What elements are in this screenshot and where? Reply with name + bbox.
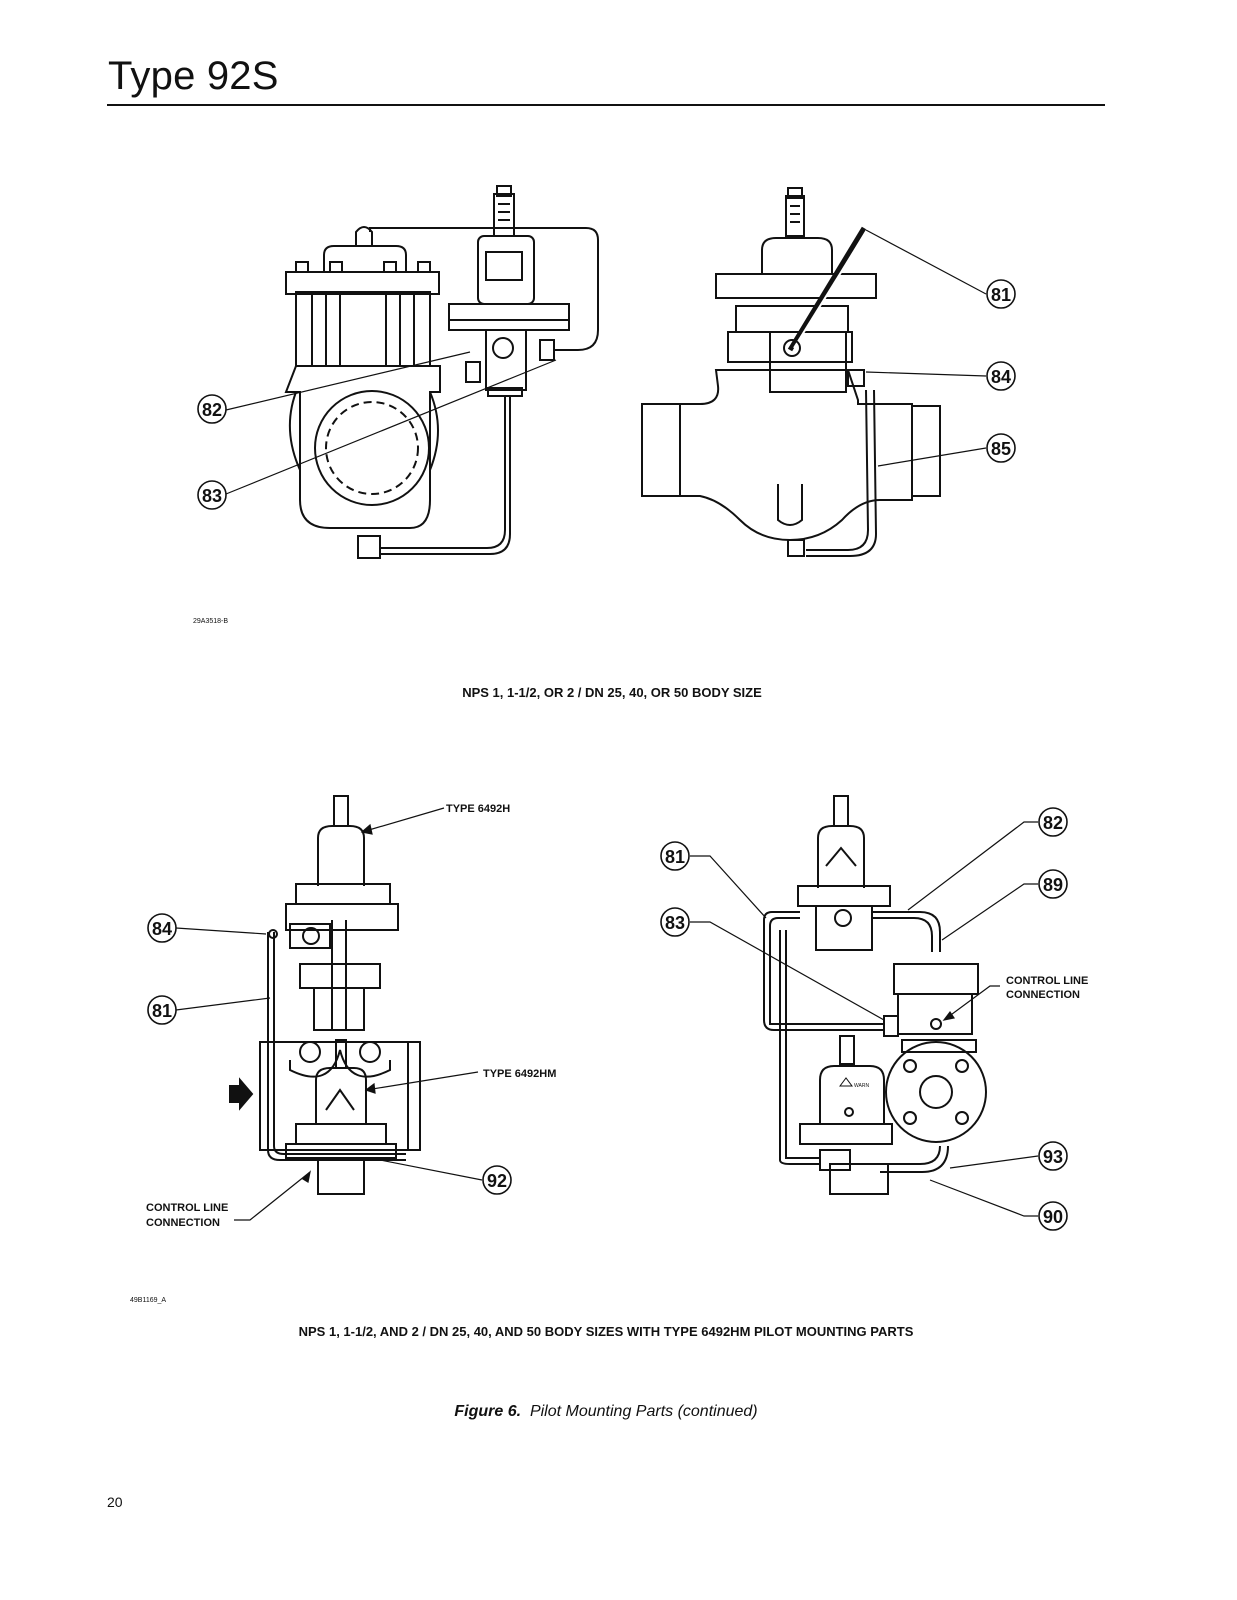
callout-number: 90 bbox=[1043, 1207, 1063, 1227]
label-type-6492hm: TYPE 6492HM bbox=[483, 1068, 556, 1080]
callout-bl-84 bbox=[147, 913, 177, 943]
bottom-leader-lines bbox=[175, 807, 1039, 1221]
callout-number: 81 bbox=[991, 285, 1011, 305]
callout-br-90 bbox=[1038, 1201, 1068, 1231]
callout-top-84 bbox=[986, 361, 1016, 391]
callout-br-82 bbox=[1038, 807, 1068, 837]
top-figure-caption: NPS 1, 1-1/2, OR 2 / DN 25, 40, OR 50 BO… bbox=[462, 685, 762, 700]
callout-br-81 bbox=[660, 841, 690, 871]
callout-number: 84 bbox=[991, 367, 1011, 387]
label-control-line-right-1: CONTROL LINE bbox=[1006, 975, 1088, 987]
callout-number: 81 bbox=[152, 1001, 172, 1021]
callout-circles bbox=[147, 279, 1068, 1231]
label-type-6492h: TYPE 6492H bbox=[446, 803, 510, 815]
callout-number: 82 bbox=[202, 400, 222, 420]
figure-caption-text: Pilot Mounting Parts (continued) bbox=[529, 1403, 758, 1420]
bottom-right-regulator-view bbox=[763, 795, 987, 1195]
callout-br-83 bbox=[660, 907, 690, 937]
drawing-labels: TYPE 6492H TYPE 6492HM CONTROL LINE CONN… bbox=[146, 803, 1088, 1229]
top-right-regulator-view bbox=[641, 187, 941, 557]
callout-number: 82 bbox=[1043, 813, 1063, 833]
bottom-left-regulator-view bbox=[229, 795, 421, 1195]
callout-top-81 bbox=[986, 279, 1016, 309]
warn-label: WARN bbox=[854, 1083, 869, 1089]
figure-caption: Figure 6. Pilot Mounting Parts (continue… bbox=[0, 1403, 1212, 1421]
callout-number: 83 bbox=[202, 486, 222, 506]
callout-number: 85 bbox=[991, 439, 1011, 459]
callout-number: 92 bbox=[487, 1171, 507, 1191]
page-number: 20 bbox=[107, 1494, 123, 1510]
top-left-regulator-view bbox=[284, 185, 599, 559]
title-rule bbox=[107, 104, 1105, 106]
drawing-number-bottom: 49B1169_A bbox=[130, 1297, 166, 1304]
bottom-figure-caption: NPS 1, 1-1/2, AND 2 / DN 25, 40, AND 50 … bbox=[298, 1324, 914, 1339]
callout-number: 83 bbox=[665, 913, 685, 933]
drawing-number-top: 29A3518-B bbox=[193, 618, 228, 625]
figure-caption-label: Figure 6. bbox=[454, 1403, 522, 1420]
label-control-line-left-1: CONTROL LINE bbox=[146, 1202, 228, 1214]
callout-top-85 bbox=[986, 433, 1016, 463]
callout-number: 81 bbox=[665, 847, 685, 867]
drawing-numbers: 29A3518-B 49B1169_A bbox=[130, 618, 228, 1304]
callout-number: 84 bbox=[152, 919, 172, 939]
callout-br-89 bbox=[1038, 869, 1068, 899]
callout-bl-81 bbox=[147, 995, 177, 1025]
callout-br-93 bbox=[1038, 1141, 1068, 1171]
page-title: Type 92S bbox=[108, 54, 279, 98]
label-control-line-right-2: CONNECTION bbox=[1006, 989, 1080, 1001]
callout-top-82 bbox=[197, 394, 227, 424]
callout-number: 89 bbox=[1043, 875, 1063, 895]
top-leader-lines bbox=[225, 229, 987, 495]
label-control-line-left-2: CONNECTION bbox=[146, 1217, 220, 1229]
callout-top-83 bbox=[197, 480, 227, 510]
callout-bl-92 bbox=[482, 1165, 512, 1195]
callout-number: 93 bbox=[1043, 1147, 1063, 1167]
callout-numbers: 81 84 85 82 83 84 81 92 81 83 82 89 93 9… bbox=[152, 285, 1063, 1227]
